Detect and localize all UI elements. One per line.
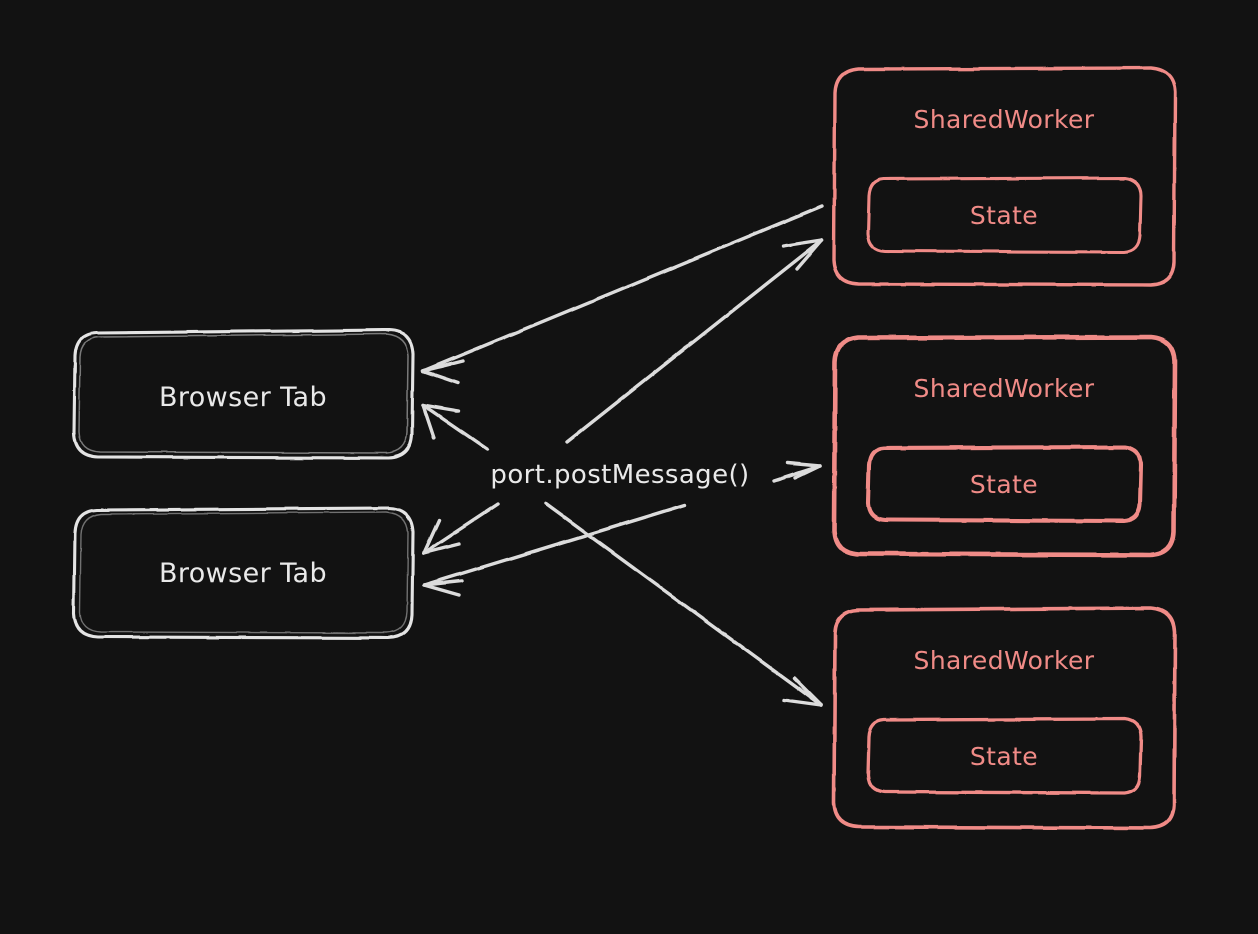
shared-worker-1-shape[interactable] bbox=[832, 66, 1177, 287]
shared-worker-1[interactable] bbox=[833, 68, 1175, 285]
arrow-hub-to-tab1[interactable] bbox=[421, 403, 489, 451]
browser-tab-2-shape[interactable] bbox=[72, 506, 415, 640]
shared-worker-3-state-shape[interactable] bbox=[866, 717, 1143, 795]
shared-worker-3-shape[interactable] bbox=[832, 606, 1177, 830]
arrow-hub-to-worker2[interactable] bbox=[772, 461, 822, 483]
shared-worker-1-state-shape[interactable] bbox=[866, 176, 1143, 254]
arrow-hub-to-worker3[interactable] bbox=[544, 502, 823, 707]
arrow-hub-to-tab2[interactable] bbox=[422, 502, 500, 555]
shared-worker-2[interactable] bbox=[833, 337, 1175, 555]
browser-tab-1-shape[interactable] bbox=[72, 328, 415, 460]
shared-worker-2-state-shape[interactable] bbox=[865, 444, 1144, 524]
arrow-worker1-to-tab1[interactable] bbox=[421, 204, 824, 385]
browser-tab-2[interactable] bbox=[73, 508, 413, 638]
arrow-worker2-to-tab2[interactable] bbox=[422, 503, 687, 597]
arrow-hub-to-worker1[interactable] bbox=[565, 238, 824, 444]
browser-tab-1[interactable] bbox=[73, 332, 413, 458]
shared-worker-2-shape[interactable] bbox=[831, 334, 1178, 558]
shared-worker-3[interactable] bbox=[833, 608, 1175, 828]
